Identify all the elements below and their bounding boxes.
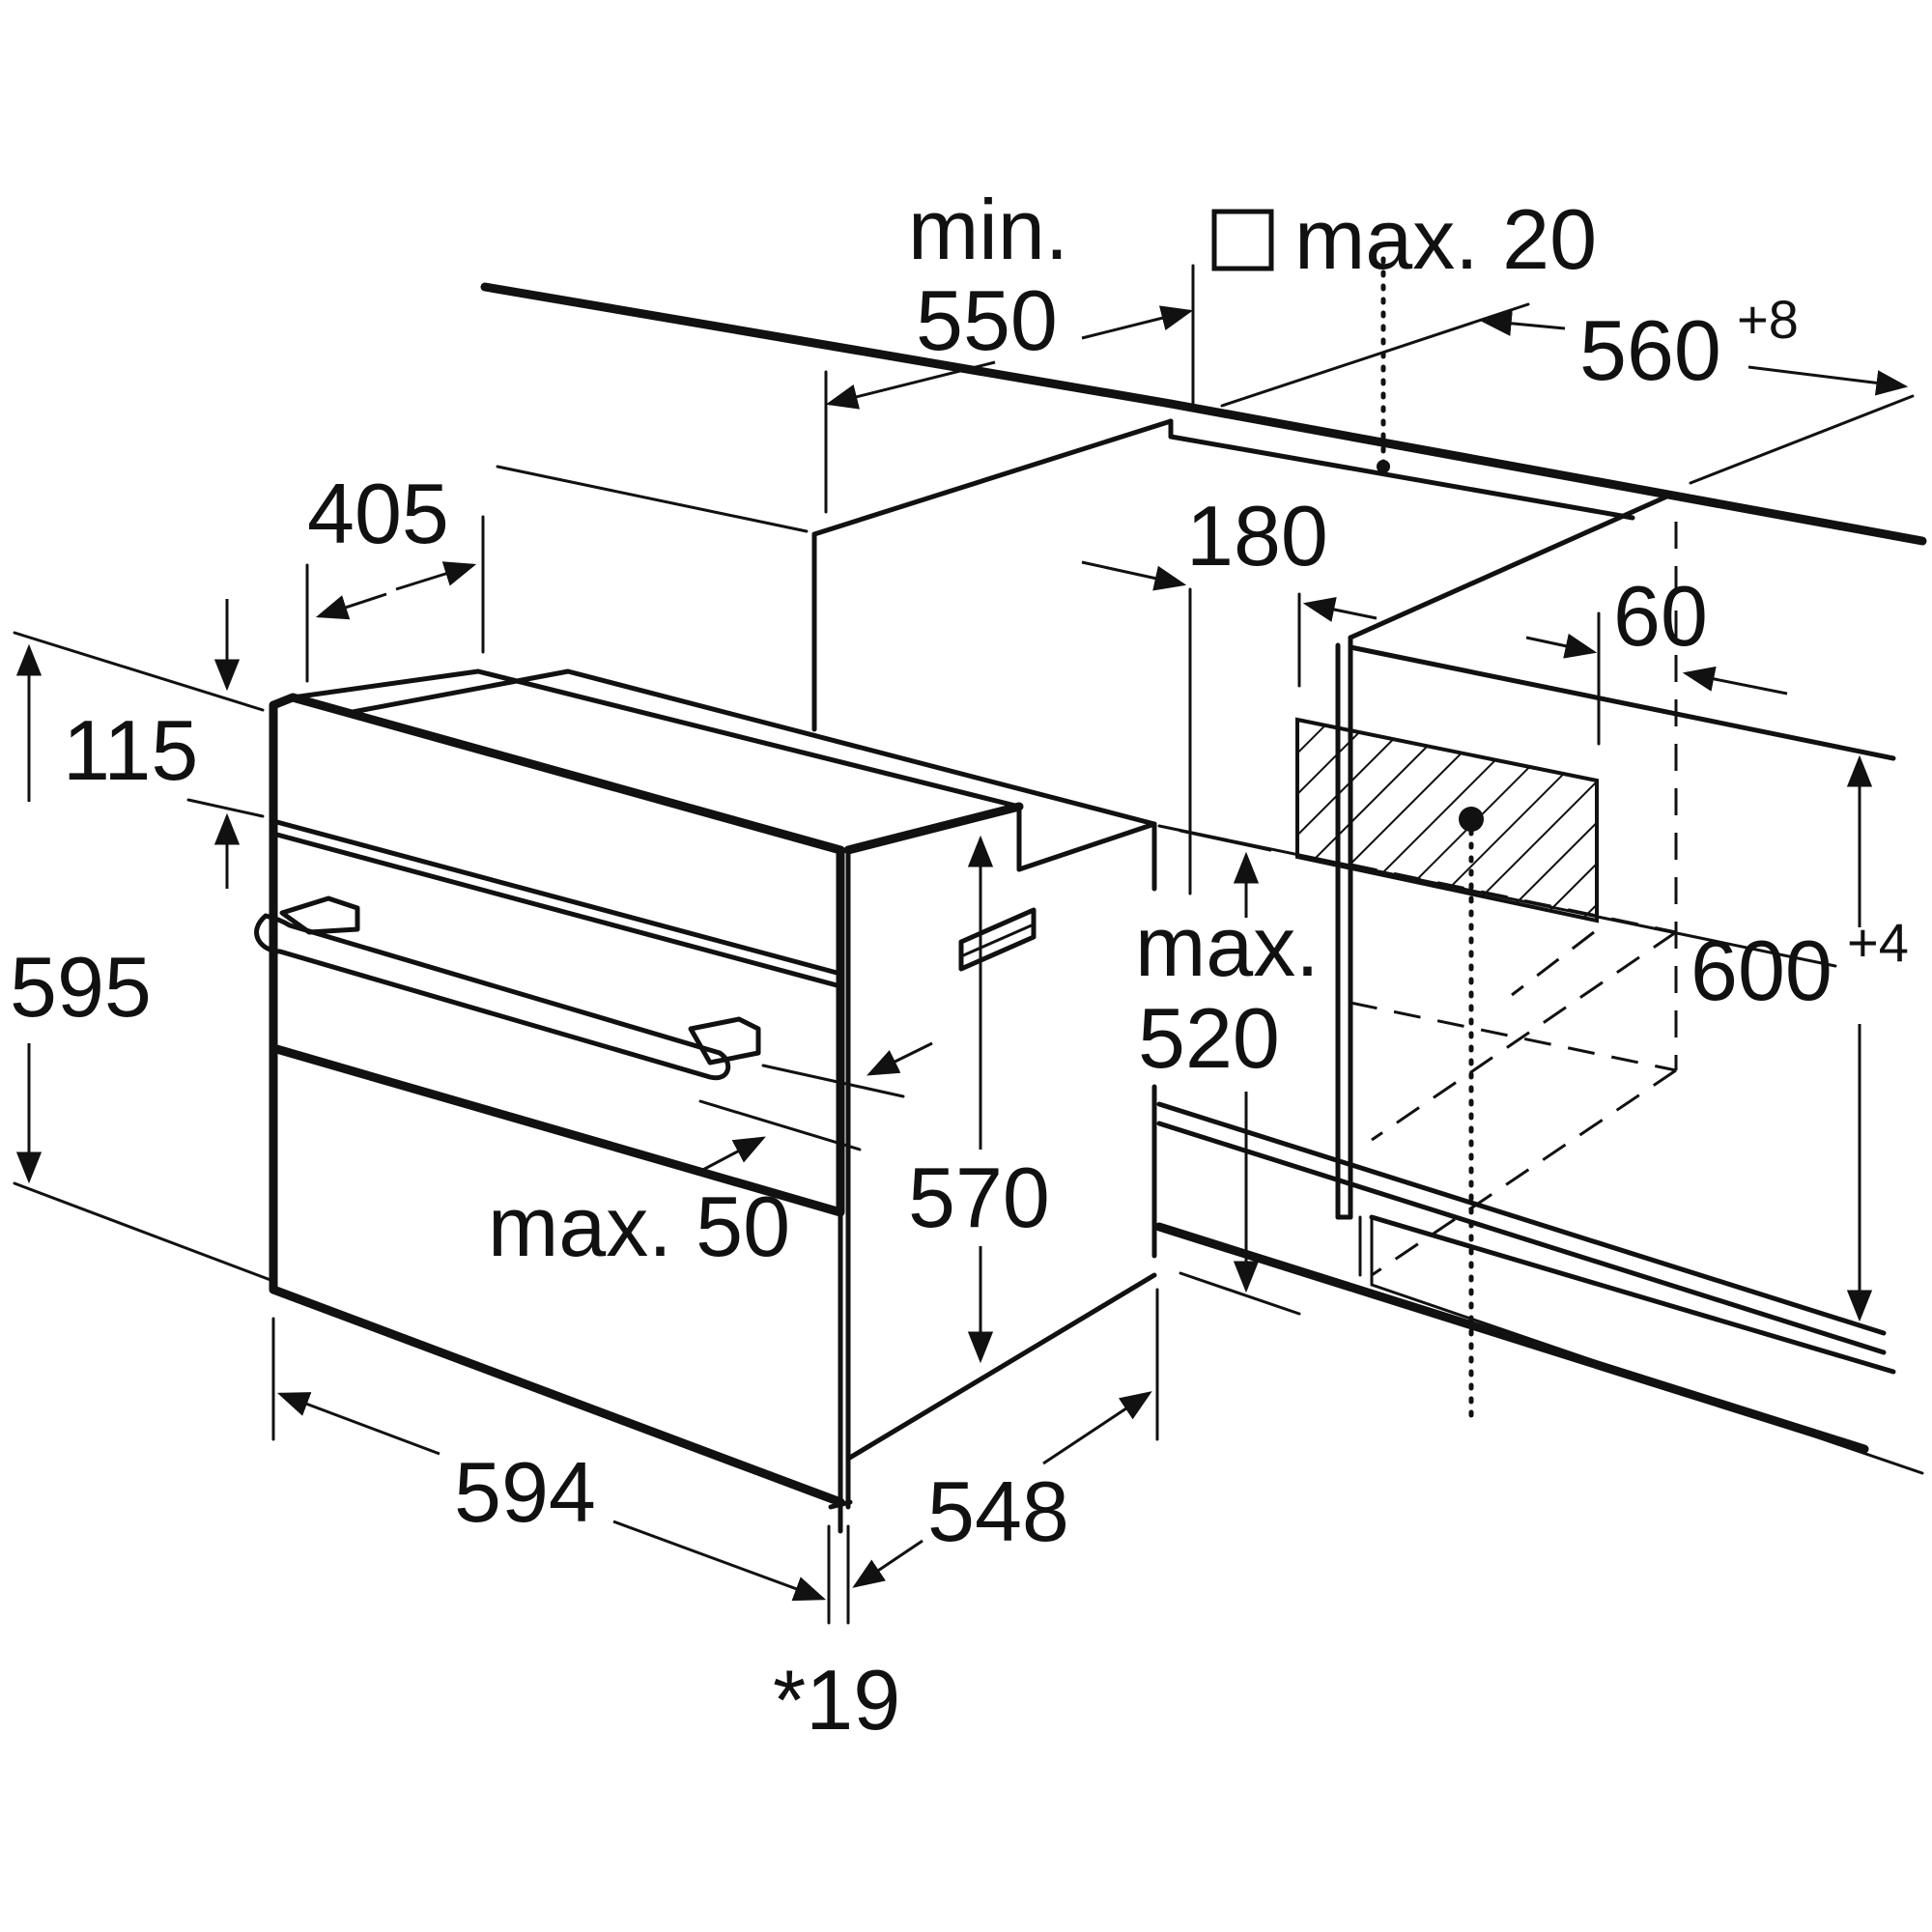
oven <box>254 668 1157 1534</box>
dimension-lines <box>13 264 1909 1625</box>
label-60: 60 <box>1613 568 1708 664</box>
label-550: 550 <box>916 272 1058 368</box>
label-600-tolerance: +4 <box>1847 912 1909 973</box>
dashed-cutout <box>1350 522 1678 1277</box>
label-max: max. <box>1135 898 1320 994</box>
dimension-labels: min. 550 max. 20 560 +8 405 115 595 180 … <box>10 182 1909 1747</box>
label-560-tolerance: +8 <box>1737 289 1799 350</box>
label-180: 180 <box>1186 488 1328 583</box>
label-max50: max. 50 <box>488 1179 790 1274</box>
label-600: 600 <box>1690 923 1833 1018</box>
square-symbol-icon <box>1211 209 1274 271</box>
label-min: min. <box>908 182 1068 277</box>
label-520: 520 <box>1138 990 1280 1086</box>
label-570: 570 <box>908 1150 1050 1245</box>
label-560: 560 <box>1579 302 1721 398</box>
label-595: 595 <box>10 939 152 1035</box>
electrical-box <box>1295 717 1599 923</box>
label-594: 594 <box>454 1444 596 1540</box>
label-max20: max. 20 <box>1294 191 1597 287</box>
label-115: 115 <box>63 702 198 798</box>
label-548: 548 <box>927 1463 1069 1559</box>
cable-line <box>1377 256 1474 1423</box>
worktop-lines <box>480 282 1927 546</box>
label-note-19: *19 <box>773 1652 900 1747</box>
label-405: 405 <box>307 466 449 561</box>
